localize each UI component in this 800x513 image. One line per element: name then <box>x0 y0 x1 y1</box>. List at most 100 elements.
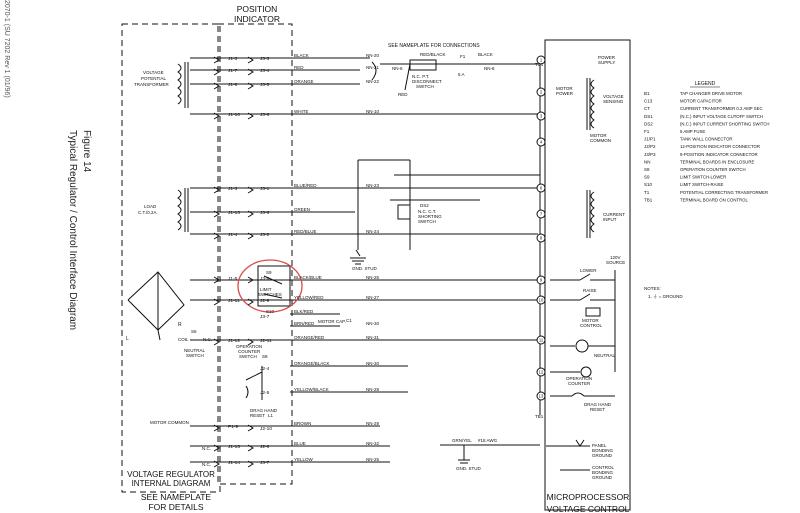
legend-desc: 9-POSITION INDICATOR CONNECTOR <box>680 152 758 157</box>
see-nameplate-1: SEE NAMEPLATE <box>141 492 212 502</box>
nc-pt-2: DISCONNECT <box>412 79 442 84</box>
connector-arrowhead <box>213 276 254 284</box>
s6-text: S6 <box>191 329 197 334</box>
voltage-pt-transformer <box>177 62 189 108</box>
wire-color-label: BLACK <box>294 53 309 58</box>
motor-common-1: MOTOR <box>590 133 607 138</box>
wire-id-label: NN-22 <box>366 79 380 84</box>
j1-connector: J1-3 <box>228 56 238 62</box>
terminal-number: 13 <box>539 394 544 399</box>
j2-j3-connector: J2-11 <box>260 338 272 344</box>
connector-arrowhead <box>213 444 254 452</box>
terminal-number: 6 <box>540 186 543 191</box>
wire-id-label: NN-32 <box>366 441 380 446</box>
connector-arrowhead <box>213 112 254 120</box>
legend-desc: TANK WALL CONNECTOR <box>680 137 733 142</box>
figure-number: Figure 14 <box>81 130 92 173</box>
terminal-circle <box>536 111 546 121</box>
legend-desc: POTENTIAL CORRECTING TRANSFORMER <box>680 190 768 195</box>
microprocessor-title-2: VOLTAGE CONTROL <box>547 504 630 513</box>
wire-id-label: NN-28 <box>366 387 380 392</box>
j2-j3-connector: J3-7 <box>260 460 270 466</box>
terminal-circle <box>536 295 546 305</box>
wire-color-label: BLK/RED <box>294 309 314 314</box>
connector-arrowhead <box>213 232 254 240</box>
microprocessor-box <box>544 39 631 511</box>
nc-ct-1: N.C. C.T. <box>418 209 436 214</box>
terminal-circle <box>536 233 546 243</box>
ds2-label: DS2 <box>420 203 429 208</box>
neutral-switch-2: SWITCH <box>186 353 204 358</box>
terminal-circle <box>536 209 546 219</box>
nc-label-1: N.C. <box>202 446 211 451</box>
wire-color-label: BRN/RED <box>294 321 315 326</box>
op-counter-switch-1: OPERATION <box>236 344 262 349</box>
wire-id-label: NN-30 <box>366 361 380 366</box>
legend-code: T1 <box>644 190 650 195</box>
motor-power-1: MOTOR <box>556 86 573 91</box>
j1-connector: J1-3 <box>228 186 238 192</box>
j1-connector: J1-11 <box>228 298 240 304</box>
neutral-switch-1: NEUTRAL <box>184 348 206 353</box>
nc-pt-1: N.C. P.T. <box>412 74 429 79</box>
raise-label: RAISE <box>583 288 597 293</box>
tb1-label-top: TB1 <box>535 62 544 67</box>
load-ct-1: LOAD <box>144 204 157 209</box>
figure-caption: Figure 14 Typical Regulator / Control In… <box>67 130 104 390</box>
wire-color-label: BROWN <box>294 421 311 426</box>
j1-connector: J1-8 <box>228 82 238 88</box>
gnd-stud-2: GND. STUD <box>456 466 482 471</box>
wire-id-label: NN-25 <box>366 457 380 462</box>
j2-j3-connector: J3-8 <box>260 276 270 282</box>
legend-title: LEGEND <box>695 81 716 87</box>
terminal-number: 12 <box>539 370 544 375</box>
wire-color-label: BLUE/RED <box>294 183 317 188</box>
current-input-2: INPUT <box>603 217 617 222</box>
terminal-circle <box>536 55 546 65</box>
wire-id-label: NN-23 <box>366 183 380 188</box>
wire-color-label: GREEN <box>294 207 310 212</box>
j1-connector: J1-5 <box>228 276 238 282</box>
j2-j3-connector: J3-1 <box>260 186 270 192</box>
drive-motor-symbol <box>127 271 185 341</box>
load-ct-2: C.T./0.2A <box>138 210 157 215</box>
nc-label-2: N.C. <box>202 462 211 467</box>
motor-control-2: CONTROL <box>580 323 602 328</box>
gnd-stud-1: GND. STUD <box>352 266 378 271</box>
legend-code: C13 <box>644 99 653 104</box>
wire-color-label: BLACK/BLUE <box>294 275 322 280</box>
drag-hand-2: RESET <box>250 413 265 418</box>
regulator-internal-box <box>121 23 221 493</box>
neutral-right: NEUTRAL <box>594 353 616 358</box>
connector-arrowhead <box>213 338 254 346</box>
wire-color-label: ORANGE/RED <box>294 335 325 340</box>
awg: #18 AWG <box>478 438 498 443</box>
motor-common-left: MOTOR COMMON <box>150 420 189 425</box>
legend-code: F1 <box>644 129 650 134</box>
j2-j3-connector: J3-3 <box>260 56 270 62</box>
red-black-label: RED/BLACK <box>420 52 446 57</box>
terminal-number: 11 <box>539 338 544 343</box>
source-120v-2: SOURCE <box>606 260 625 265</box>
connector-arrowhead <box>213 186 254 194</box>
current-input-1: CURRENT <box>603 212 625 217</box>
legend-code: TB1 <box>644 197 653 202</box>
connector-arrowhead <box>213 298 254 306</box>
wire-id-label: NN-30 <box>366 321 380 326</box>
wire-id-label: NN-29 <box>366 421 380 426</box>
bottom-box-2: INTERNAL DIAGRAM <box>132 479 211 488</box>
terminal-circle <box>536 275 546 285</box>
legend-code: S9 <box>644 175 650 180</box>
current-input-transformer <box>586 190 595 238</box>
s9-label: S9 <box>266 270 272 275</box>
wire-color-label: BLUE <box>294 441 306 446</box>
nc-ct-2: SHORTING <box>418 214 442 219</box>
terminal-number: 9 <box>540 278 543 283</box>
terminal-circle <box>536 137 546 147</box>
j2-j3-connector: J3-6 <box>260 210 270 216</box>
control-bonding-2: BONDING <box>592 470 614 475</box>
wire-color-label: YELLOW <box>294 457 314 462</box>
drag-reset-right-1: DRAG HAND <box>584 402 612 407</box>
c1-label: C1 <box>346 318 352 323</box>
legend-code: CT <box>644 106 650 111</box>
